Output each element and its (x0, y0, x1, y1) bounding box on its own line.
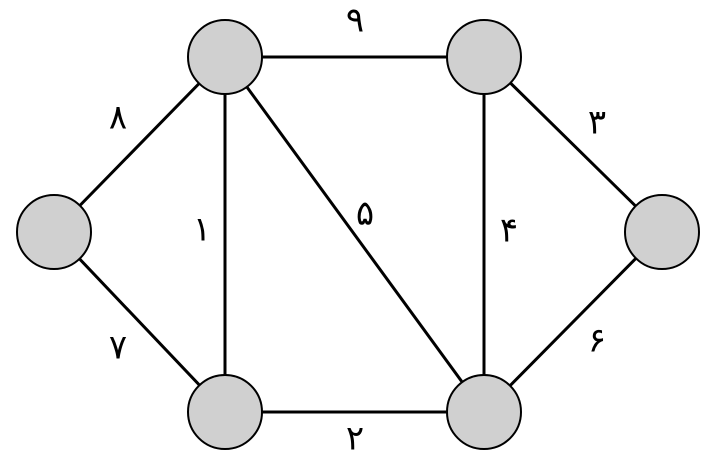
edge-weight-label: ۴ (500, 211, 518, 251)
edge-left-top-left (52, 55, 227, 234)
edge-top-right-right (482, 55, 664, 234)
node-bottom-left (187, 374, 263, 450)
node-top-left (187, 19, 263, 95)
nodes-layer (16, 19, 700, 450)
edge-weight-label: ۲ (346, 419, 364, 459)
labels-layer: ۸ ۷ ۹ ۱ ۵ ۴ ۳ ۶ ۲ (109, 1, 606, 459)
node-bottom-right (446, 374, 522, 450)
node-top-right (446, 19, 522, 95)
edge-weight-label: ۵ (356, 194, 374, 234)
edge-weight-label: ۶ (588, 321, 606, 361)
edge-top-left-bottom-right (223, 56, 486, 413)
edge-left-bottom-left (52, 230, 227, 414)
node-left (16, 194, 92, 270)
edge-weight-label: ۱ (193, 210, 211, 250)
edges-layer (52, 55, 664, 414)
edge-weight-label: ۷ (109, 328, 127, 368)
edge-weight-label: ۸ (109, 98, 127, 138)
edge-weight-label: ۹ (346, 1, 364, 41)
edge-bottom-right-right (482, 230, 664, 414)
node-right (624, 194, 700, 270)
edge-weight-label: ۳ (588, 103, 606, 143)
